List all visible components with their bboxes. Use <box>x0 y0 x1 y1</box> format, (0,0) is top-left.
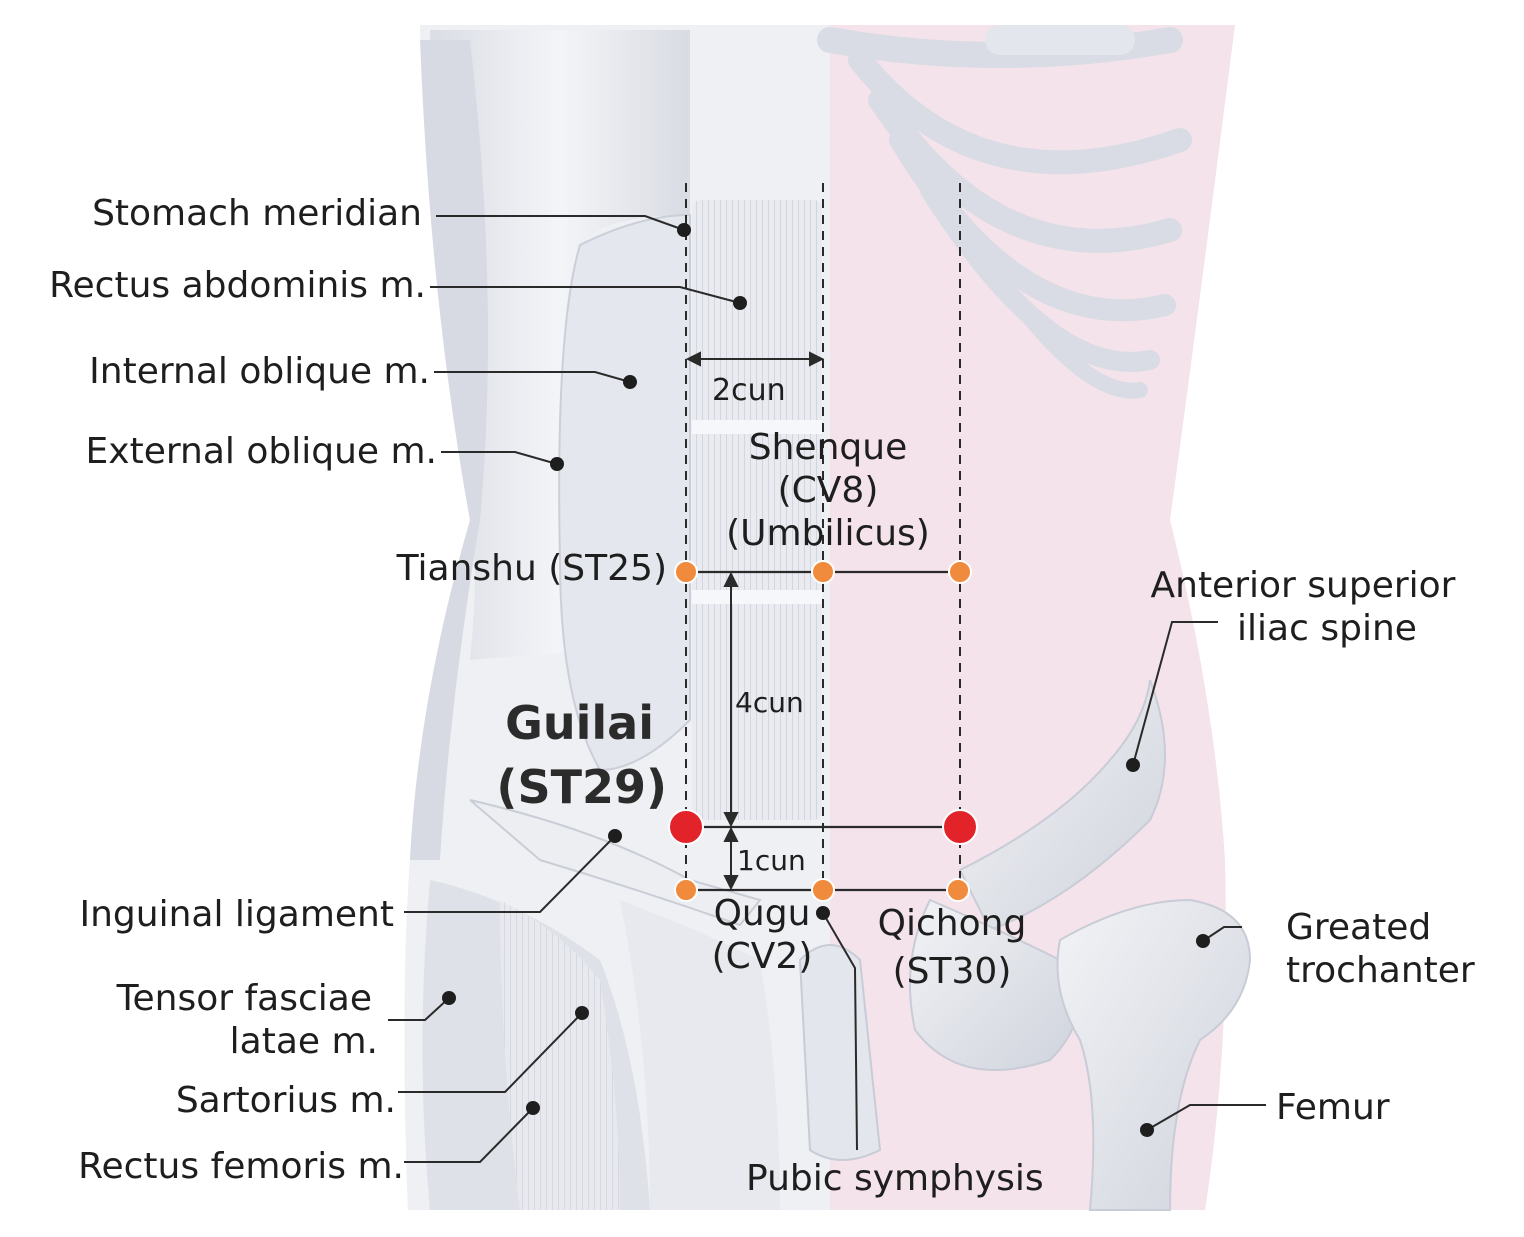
label-greater-trochanter-2: trochanter <box>1286 950 1475 991</box>
acupoint-tianshu-left <box>674 560 698 584</box>
acupoint-qugu <box>811 878 835 902</box>
label-inguinal-ligament: Inguinal ligament <box>79 894 395 935</box>
acupoint-qichong-left <box>674 878 698 902</box>
label-shenque-1: Shenque <box>748 427 908 468</box>
title-line1: Guilai <box>505 696 654 750</box>
meridian-lines <box>685 183 961 895</box>
leader-dots <box>442 223 1210 1137</box>
label-1cun: 1cun <box>737 844 806 877</box>
rectus-abdominis-muscle <box>692 200 822 820</box>
rib-cage <box>817 25 1192 399</box>
label-tianshu: Tianshu (ST25) <box>396 548 667 589</box>
label-internal-oblique: Internal oblique m. <box>89 351 430 392</box>
label-tensor-fasciae-2: latae m. <box>229 1021 378 1062</box>
label-asis-2: iliac spine <box>1237 608 1417 649</box>
label-qugu-1: Qugu <box>713 893 811 934</box>
label-qichong-2: (ST30) <box>892 951 1012 992</box>
thigh-muscles <box>422 799 780 1210</box>
acupoint-guilai-left <box>668 809 704 845</box>
pelvis-and-femur <box>798 679 1252 1211</box>
label-qichong-1: Qichong <box>877 903 1027 944</box>
label-tensor-fasciae-1: Tensor fasciae <box>116 978 372 1019</box>
label-2cun: 2cun <box>712 373 786 408</box>
label-shenque-3: (Umbilicus) <box>726 513 930 554</box>
left-muscle-layers <box>410 30 691 860</box>
label-stomach-meridian: Stomach meridian <box>92 193 422 234</box>
acupoint-tianshu-right <box>948 560 972 584</box>
acupoints <box>668 560 978 902</box>
leader-lines <box>388 215 1266 1163</box>
label-rectus-abdominis: Rectus abdominis m. <box>49 265 426 306</box>
label-pubic-symphysis: Pubic symphysis <box>746 1158 1044 1199</box>
acupoint-shenque <box>811 560 835 584</box>
acupoint-qichong-right <box>946 878 970 902</box>
label-qugu-2: (CV2) <box>711 936 813 977</box>
title-line2: (ST29) <box>496 760 667 814</box>
label-asis-1: Anterior superior <box>1150 565 1456 606</box>
label-4cun: 4cun <box>735 686 804 719</box>
measurement-arrows <box>685 351 825 891</box>
label-shenque-2: (CV8) <box>777 470 879 511</box>
label-external-oblique: External oblique m. <box>85 431 437 472</box>
label-femur: Femur <box>1276 1087 1390 1128</box>
label-rectus-femoris: Rectus femoris m. <box>78 1146 404 1187</box>
label-greater-trochanter-1: Greated <box>1286 907 1432 948</box>
acupoint-guilai-right <box>942 809 978 845</box>
label-sartorius: Sartorius m. <box>175 1080 396 1121</box>
